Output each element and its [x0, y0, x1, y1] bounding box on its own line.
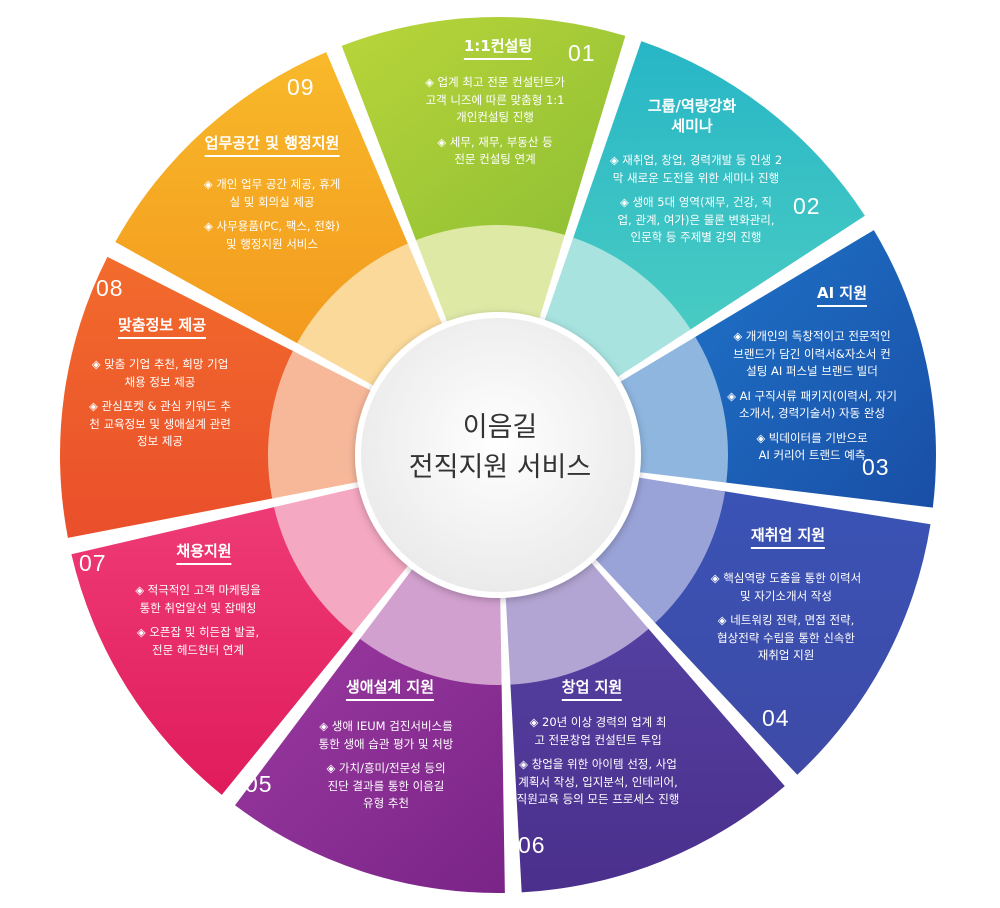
segment-reemployment [510, 627, 785, 893]
segment-title-custom-info: 맞춤정보 제공 [117, 315, 207, 339]
segment-item: ◈ 맞춤 기업 추천, 희망 기업 채용 정보 제공 [91, 357, 229, 389]
segment-title-workspace: 업무공간 및 행정지원 [204, 133, 340, 157]
segment-item: ◈ 개인 업무 공간 제공, 휴게 실 및 회의실 제공 [203, 177, 341, 209]
segment-desc-workspace: ◈ 개인 업무 공간 제공, 휴게 실 및 회의실 제공 ◈ 사무용품(PC, … [172, 176, 372, 260]
segment-item: ◈ 빅데이터를 기반으로 AI 커리어 트랜드 예측 [756, 430, 868, 463]
center-title-line1: 이음길 [462, 412, 538, 443]
segment-inner-startup [359, 566, 502, 685]
segment-title-reemployment: 재취업 지원 [750, 525, 826, 549]
segment-recruitment [60, 256, 295, 538]
segment-item: ◈ 사무용품(PC, 팩스, 전화) 및 행정지원 서비스 [204, 219, 340, 251]
segment-inner-recruitment [268, 350, 374, 499]
segment-startup [235, 637, 505, 894]
segment-workspace [341, 16, 626, 243]
segment-item: ◈ 창업을 위한 아이템 선정, 사업 계획서 작성, 입지분석, 인테리어, … [516, 757, 680, 806]
segment-number-08: 08 [96, 275, 124, 301]
segment-item: ◈ 네트워킹 전략, 면접 전략, 협상전략 수립을 통한 신속한 재취업 지원 [717, 613, 855, 662]
segment-consulting [572, 41, 865, 331]
segment-inner-consulting [543, 237, 691, 379]
segment-title-life-design: 생애설계 지원 [345, 677, 435, 701]
segment-number-06: 06 [518, 832, 546, 858]
segment-inner-custom-info [297, 243, 444, 387]
segment-custom-info [115, 52, 409, 345]
segment-title-seminar: 그룹/역량강화 세미나 [647, 97, 737, 135]
segment-item: ◈ 개개인의 독창적이고 전문적인 브랜드가 담긴 이력서&자소서 컨 설팅 A… [733, 329, 891, 378]
segment-title-consulting: 1:1컨설팅 [463, 36, 533, 60]
segment-number-03: 03 [862, 454, 890, 480]
segment-number-01: 01 [568, 40, 596, 66]
segment-desc-custom-info: ◈ 맞춤 기업 추천, 희망 기업 채용 정보 제공 ◈ 관심포켓 & 관심 키… [60, 356, 260, 458]
segment-desc-seminar: ◈ 재취업, 창업, 경력개발 등 인생 2 막 새로운 도전을 위한 세미나 … [581, 152, 811, 254]
segment-item: ◈ 가치/흥미/전문성 등의 진단 결과를 통한 이음길 유형 추천 [326, 761, 446, 810]
segment-item: ◈ 재취업, 창업, 경력개발 등 인생 2 막 새로운 도전을 위한 세미나 … [609, 153, 783, 185]
segment-number-07: 07 [79, 550, 107, 576]
segment-item: ◈ 핵심역량 도출을 통한 이력서 및 자기소개서 작성 [710, 571, 862, 603]
segment-desc-recruitment: ◈ 적극적인 고객 마케팅을 통한 취업알선 및 잡매칭 ◈ 오픈잡 및 히든잡… [98, 582, 298, 666]
segment-number-09: 09 [287, 74, 315, 100]
segment-number-05: 05 [245, 771, 273, 797]
segment-desc-startup: ◈ 20년 이상 경력의 업계 최 고 전문창업 컨설턴트 투입 ◈ 창업을 위… [483, 714, 713, 816]
segment-desc-ai: ◈ 개개인의 독창적이고 전문적인 브랜드가 담긴 이력서&자소서 컨 설팅 A… [702, 328, 922, 472]
segment-title-recruitment: 채용지원 [176, 541, 232, 565]
segment-item: ◈ 20년 이상 경력의 업계 최 고 전문창업 컨설턴트 투입 [529, 715, 667, 747]
segment-item: ◈ 생애 IEUM 검진서비스를 통한 생애 습관 평가 및 처방 [318, 719, 454, 751]
segment-item: ◈ 업계 최고 전문 컨설턴트가 고객 니즈에 따른 맞춤형 1:1 개인컨설팅… [425, 75, 565, 124]
center-circle [355, 312, 641, 598]
segment-item: ◈ 생애 5대 영역(재무, 건강, 직 업, 관계, 여가)은 물론 변화관리… [617, 195, 775, 244]
segment-ai [653, 491, 931, 775]
segment-item: ◈ 세무, 재무, 부동산 등 전문 컨설팅 연계 [437, 134, 553, 167]
segment-inner-workspace [415, 224, 565, 325]
segment-item: ◈ 관심포켓 & 관심 키워드 추 천 교육정보 및 생애설계 관련 정보 제공 [89, 399, 231, 448]
segment-title-startup: 창업 지원 [561, 677, 623, 701]
segment-title-ai: AI 지원 [816, 283, 868, 307]
center-title-line2: 전직지원 서비스 [408, 452, 592, 483]
segment-desc-consulting: ◈ 업계 최고 전문 컨설턴트가 고객 니즈에 따른 맞춤형 1:1 개인컨설팅… [385, 74, 605, 176]
segment-life-design [71, 506, 355, 795]
segment-inner-seminar [618, 336, 728, 483]
segment-item: ◈ 적극적인 고객 마케팅을 통한 취업알선 및 잡매칭 [135, 583, 261, 615]
segment-number-02: 02 [793, 193, 821, 219]
segment-desc-life-design: ◈ 생애 IEUM 검진서비스를 통한 생애 습관 평가 및 처방 ◈ 가치/흥… [276, 718, 496, 820]
center-title: 이음길 전직지원 서비스 [409, 408, 591, 488]
segment-number-04: 04 [762, 705, 790, 731]
segment-item: ◈ AI 구직서류 패키지(이력서, 자기 소개서, 경력기술서) 자동 완성 [727, 388, 897, 421]
segment-seminar [693, 230, 936, 508]
segment-inner-reemployment [505, 560, 649, 685]
segment-desc-reemployment: ◈ 핵심역량 도출을 통한 이력서 및 자기소개서 작성 ◈ 네트워킹 전략, … [676, 570, 896, 672]
segment-item: ◈ 오픈잡 및 히든잡 발굴, 전문 헤드헌터 연계 [136, 625, 260, 657]
